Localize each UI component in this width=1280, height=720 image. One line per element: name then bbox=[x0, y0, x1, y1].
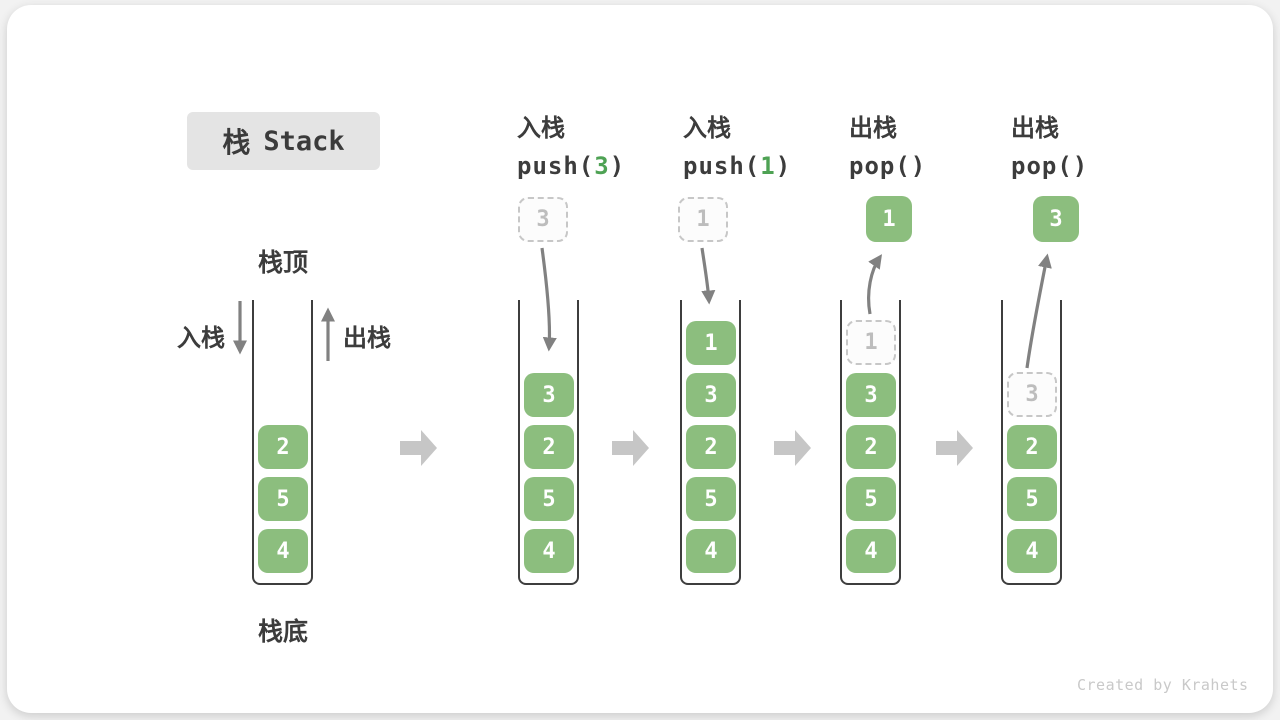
op-label-pop-1: 出栈 pop() bbox=[849, 108, 926, 180]
watermark: Created by Krahets bbox=[1077, 676, 1249, 694]
popped-value-box: 3 bbox=[1033, 196, 1079, 242]
stack-block: 1 bbox=[686, 321, 736, 365]
stack-top-label: 栈顶 bbox=[257, 249, 308, 277]
stack-bottom-label: 栈底 bbox=[257, 618, 308, 646]
op-zh: 出栈 bbox=[1011, 115, 1059, 142]
popped-value-box: 1 bbox=[866, 196, 912, 242]
floating-dashed-box: 1 bbox=[678, 197, 728, 242]
stack-block: 4 bbox=[258, 529, 308, 573]
ghost-block: 3 bbox=[1007, 372, 1057, 417]
stack-block: 4 bbox=[1007, 529, 1057, 573]
op-code: push(1) bbox=[683, 152, 792, 180]
stack-block: 3 bbox=[524, 373, 574, 417]
floating-dashed-box: 3 bbox=[518, 197, 568, 242]
pop-side-label: 出栈 bbox=[343, 325, 391, 352]
title-en: Stack bbox=[263, 125, 345, 157]
stack-block: 5 bbox=[1007, 477, 1057, 521]
title-zh: 栈 bbox=[222, 127, 251, 158]
title-box: 栈 Stack bbox=[187, 112, 380, 170]
stack-block: 2 bbox=[258, 425, 308, 469]
stack-block: 2 bbox=[846, 425, 896, 469]
ghost-block: 1 bbox=[846, 320, 896, 365]
op-label-pop-3: 出栈 pop() bbox=[1011, 108, 1088, 180]
stack-block: 2 bbox=[524, 425, 574, 469]
stack-block: 5 bbox=[524, 477, 574, 521]
stack-block: 2 bbox=[1007, 425, 1057, 469]
op-zh: 出栈 bbox=[849, 115, 897, 142]
stack-block: 5 bbox=[686, 477, 736, 521]
op-zh: 入栈 bbox=[517, 115, 565, 142]
stack-block: 3 bbox=[846, 373, 896, 417]
op-zh: 入栈 bbox=[683, 115, 731, 142]
op-code: pop() bbox=[1011, 152, 1089, 180]
op-arg: 3 bbox=[594, 152, 610, 180]
op-code: push(3) bbox=[517, 152, 626, 180]
stack-block: 2 bbox=[686, 425, 736, 469]
stack-block: 3 bbox=[686, 373, 736, 417]
stack-block: 4 bbox=[524, 529, 574, 573]
op-label-push-1: 入栈 push(1) bbox=[683, 108, 791, 180]
op-code: pop() bbox=[849, 152, 927, 180]
op-label-push-3: 入栈 push(3) bbox=[517, 108, 625, 180]
stack-block: 5 bbox=[846, 477, 896, 521]
op-arg: 1 bbox=[760, 152, 776, 180]
stack-block: 4 bbox=[686, 529, 736, 573]
push-side-label: 入栈 bbox=[177, 325, 225, 352]
stack-block: 4 bbox=[846, 529, 896, 573]
stack-block: 5 bbox=[258, 477, 308, 521]
